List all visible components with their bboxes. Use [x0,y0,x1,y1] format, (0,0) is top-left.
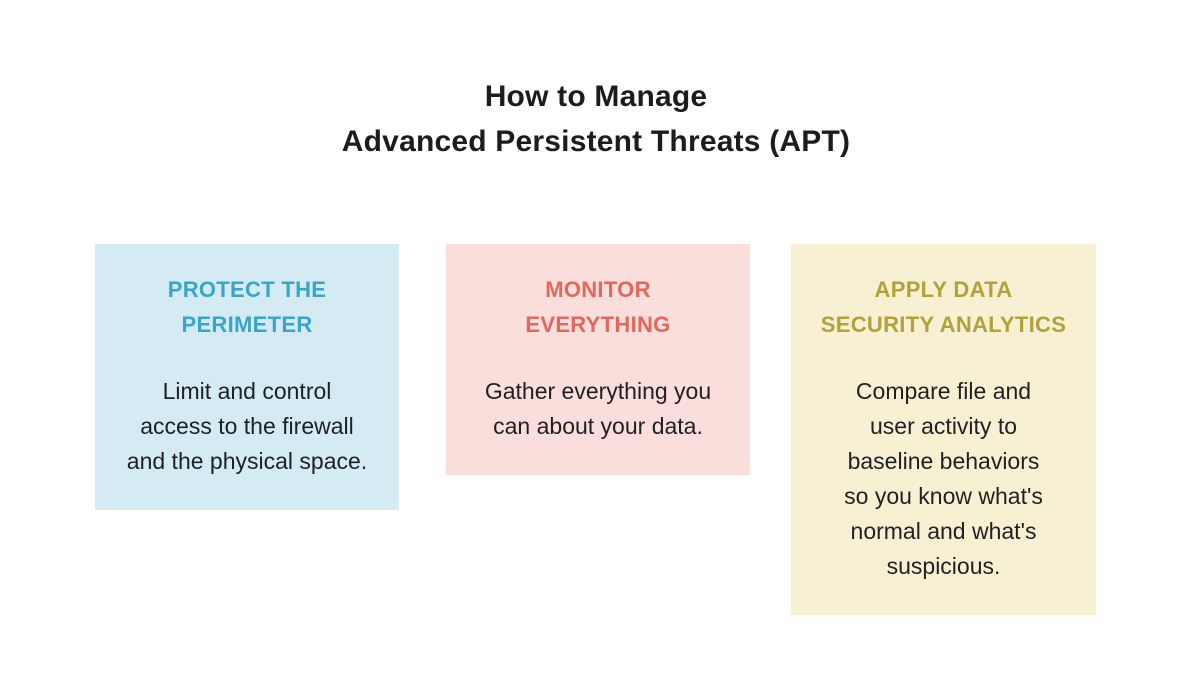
card-protect-the-perimeter: PROTECT THE PERIMETER Limit and control … [95,244,399,510]
card-body-apply-data-security-analytics: Compare file and user activity to baseli… [844,378,1043,579]
card-heading-protect-the-perimeter: PROTECT THE PERIMETER [167,277,327,337]
card-heading-monitor-everything: MONITOR EVERYTHING [525,277,671,337]
card-body-protect-the-perimeter: Limit and control access to the firewall… [126,378,368,474]
card-heading-apply-data-security-analytics: APPLY DATA SECURITY ANALYTICS [820,277,1067,337]
card-apply-data-security-analytics: APPLY DATA SECURITY ANALYTICS Compare fi… [791,244,1096,615]
card-row: PROTECT THE PERIMETER Limit and control … [95,244,1096,615]
page-title: How to Manage Advanced Persistent Threat… [341,80,851,158]
card-monitor-everything: MONITOR EVERYTHING Gather everything you… [446,244,750,475]
card-body-monitor-everything: Gather everything you can about your dat… [484,378,712,439]
